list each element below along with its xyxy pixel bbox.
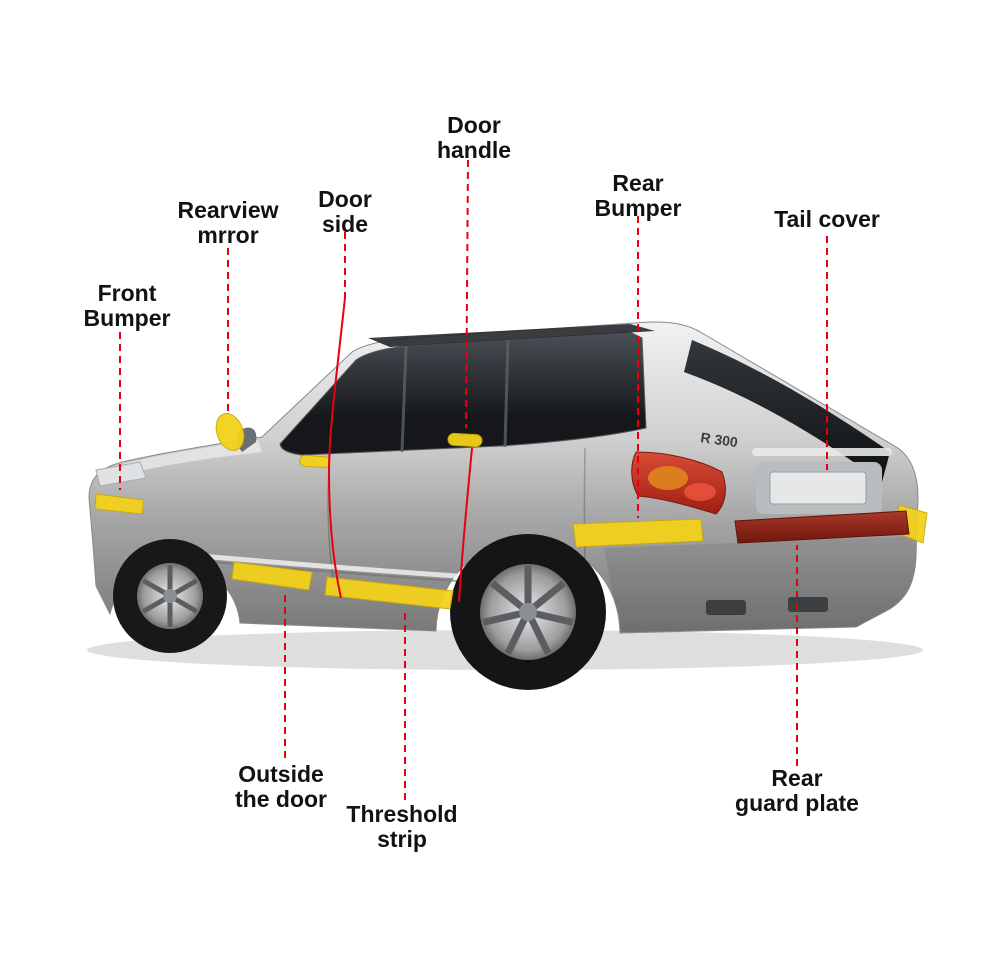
- label-line: Bumper: [594, 194, 682, 221]
- c-pillar: [503, 339, 510, 448]
- exhaust-right: [788, 597, 828, 612]
- label-front-bumper: Front Bumper: [84, 281, 171, 331]
- license-plate: [769, 471, 867, 505]
- label-line: Door: [447, 112, 501, 138]
- label-line: side: [321, 210, 369, 237]
- label-door-handle: Door handle: [437, 113, 511, 163]
- label-line: handle: [436, 136, 512, 163]
- label-line: Bumper: [83, 304, 171, 331]
- label-line: strip: [377, 825, 427, 852]
- label-line: mrror: [197, 221, 259, 248]
- label-rear-guard-plate: Rear guard plate: [735, 766, 859, 816]
- label-line: Rear: [771, 765, 823, 791]
- label-line: Outside: [238, 761, 324, 787]
- highlight-door-handle-front: [299, 454, 331, 469]
- label-rear-bumper: Rear Bumper: [595, 171, 682, 221]
- door-seal-curves: [327, 297, 473, 603]
- label-line: Rear: [612, 170, 664, 196]
- rear-wheel: [450, 534, 606, 690]
- label-line: Tail cover: [774, 206, 880, 232]
- door-handle-seal-curve: [458, 447, 473, 603]
- highlight-threshold: [324, 576, 454, 610]
- b-pillar: [400, 345, 408, 453]
- front-wheel: [113, 539, 227, 653]
- highlight-outside-door: [231, 561, 313, 591]
- highlight-rear-bumper: [572, 518, 704, 548]
- label-line: Front: [97, 280, 157, 306]
- leader-door-handle: [465, 159, 469, 429]
- sunroof: [368, 324, 655, 347]
- highlight-mirror: [215, 413, 245, 451]
- headlight: [95, 461, 147, 487]
- protection-highlights: [94, 413, 928, 610]
- door-side-seal-curve: [327, 297, 346, 599]
- label-door-side: Door side: [318, 187, 372, 237]
- label-tail-cover: Tail cover: [774, 207, 880, 232]
- label-rearview-mirror: Rearview mrror: [177, 198, 278, 248]
- label-line: Threshold: [346, 801, 458, 827]
- exhaust-left: [706, 600, 746, 615]
- side-glass: [279, 331, 647, 456]
- model-badge: R 300: [700, 429, 739, 450]
- label-outside-the-door: Outside the door: [235, 762, 327, 812]
- highlight-rear-guard-plate: [734, 510, 910, 544]
- rear-bumper-shade: [604, 536, 916, 632]
- label-line: guard plate: [735, 789, 859, 816]
- rear-window: [684, 340, 890, 482]
- label-line: the door: [235, 785, 327, 812]
- tail-light-amber: [648, 466, 688, 490]
- label-line: Rearview: [177, 197, 279, 223]
- leader-lines: [119, 159, 828, 800]
- highlight-door-handle-rear: [447, 432, 483, 448]
- label-threshold-strip: Threshold strip: [346, 802, 457, 852]
- highlight-front-bumper: [94, 493, 145, 515]
- tail-light-red: [684, 483, 716, 501]
- label-line: Door: [318, 186, 372, 212]
- trunk-chrome-strip: [752, 448, 892, 456]
